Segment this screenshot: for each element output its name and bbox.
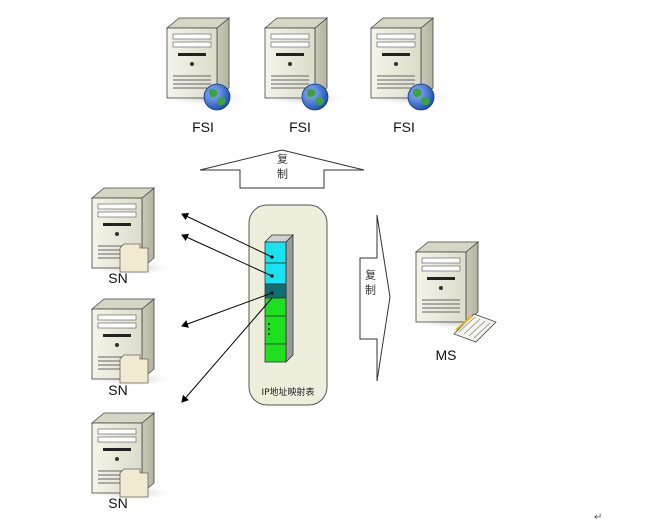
fsi-label-1: FSI <box>192 119 214 135</box>
replicate-right-label: 复制 <box>364 268 377 299</box>
keyboard-icon <box>453 313 497 343</box>
globe-icon <box>203 83 231 111</box>
fsi-label-3: FSI <box>393 119 415 135</box>
globe-icon <box>301 83 329 111</box>
table-cell-green-2 <box>264 315 287 345</box>
mapping-table-caption: IP地址映射表 <box>261 386 314 398</box>
sn-server-3 <box>91 412 171 501</box>
globe-icon <box>407 83 435 111</box>
arrow-to-sn1-b <box>181 233 273 277</box>
sn-label-2: SN <box>108 382 127 398</box>
folder-icon <box>119 243 149 273</box>
fsi-server-2 <box>264 17 344 111</box>
fsi-server-1 <box>166 17 246 111</box>
arrow-to-sn3 <box>181 297 273 403</box>
table-cell-cyan-1 <box>264 241 287 264</box>
sn-server-2 <box>91 298 171 387</box>
table-cell-green-1 <box>264 297 287 317</box>
ms-label: MS <box>436 347 457 363</box>
mapping-arrows <box>181 212 273 403</box>
fsi-label-2: FSI <box>289 119 311 135</box>
ip-mapping-table-panel: IP地址映射表 <box>248 204 328 406</box>
sn-server-1 <box>91 187 171 276</box>
paragraph-mark: ↵ <box>594 512 602 521</box>
table-cell-green-3 <box>264 343 287 363</box>
arrow-to-sn2 <box>181 292 273 328</box>
fsi-server-3 <box>370 17 450 111</box>
replicate-up-label: 复制 <box>276 152 289 183</box>
table-cell-cyan-2 <box>264 262 287 285</box>
sn-label-1: SN <box>108 270 127 286</box>
replicate-up-arrow: 复制 <box>199 149 365 189</box>
replicate-right-arrow: 复制 <box>359 214 391 382</box>
ms-server <box>415 241 497 343</box>
folder-icon <box>119 354 149 384</box>
table-cell-teal <box>264 283 287 299</box>
sn-label-3: SN <box>108 495 127 511</box>
arrow-to-sn1-a <box>181 212 273 258</box>
folder-icon <box>119 468 149 498</box>
